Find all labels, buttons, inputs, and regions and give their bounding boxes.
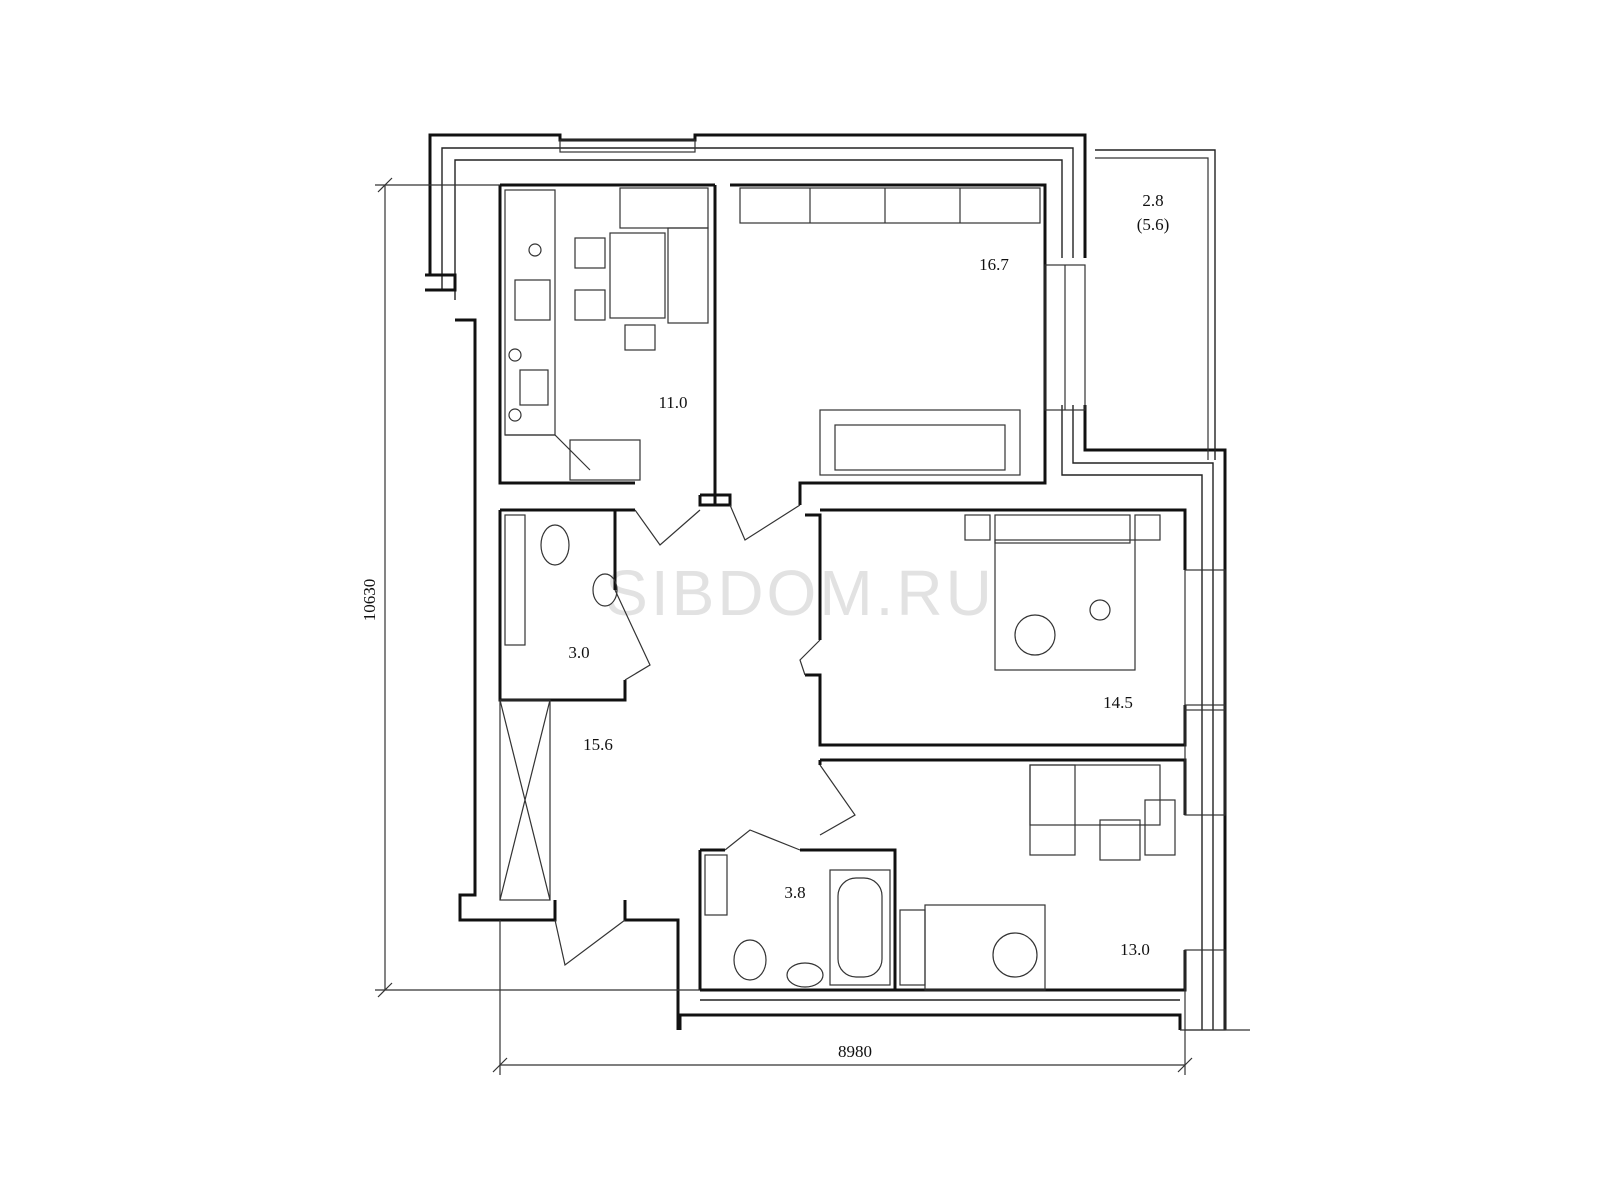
room-area-living: 16.7 (979, 255, 1009, 274)
doors (554, 504, 856, 967)
dimension-lines (375, 177, 1250, 1075)
room-area-hall: 15.6 (583, 735, 613, 754)
room-area-bathroom: 3.8 (784, 883, 805, 902)
kitchen-furniture (504, 187, 709, 481)
bathroom-fixtures (704, 854, 891, 988)
bedroom-furniture (964, 514, 1161, 671)
width-dimension: 8980 (838, 1042, 872, 1061)
windows (559, 139, 1226, 1031)
room-area-bedroom: 14.5 (1103, 693, 1133, 712)
room-area-kitchen: 11.0 (658, 393, 687, 412)
room-area-toilet: 3.0 (568, 643, 589, 662)
living-furniture (739, 187, 1041, 476)
kids-furniture (899, 764, 1176, 991)
room-area-balcony: 2.8 (1142, 191, 1163, 210)
room-area-balcony-full: (5.6) (1137, 215, 1170, 234)
toilet-fixtures (504, 514, 618, 646)
height-dimension: 10630 (360, 579, 379, 622)
balcony (1095, 149, 1216, 460)
room-area-kids: 13.0 (1120, 940, 1150, 959)
watermark: SIBDOM.RU (605, 557, 995, 629)
